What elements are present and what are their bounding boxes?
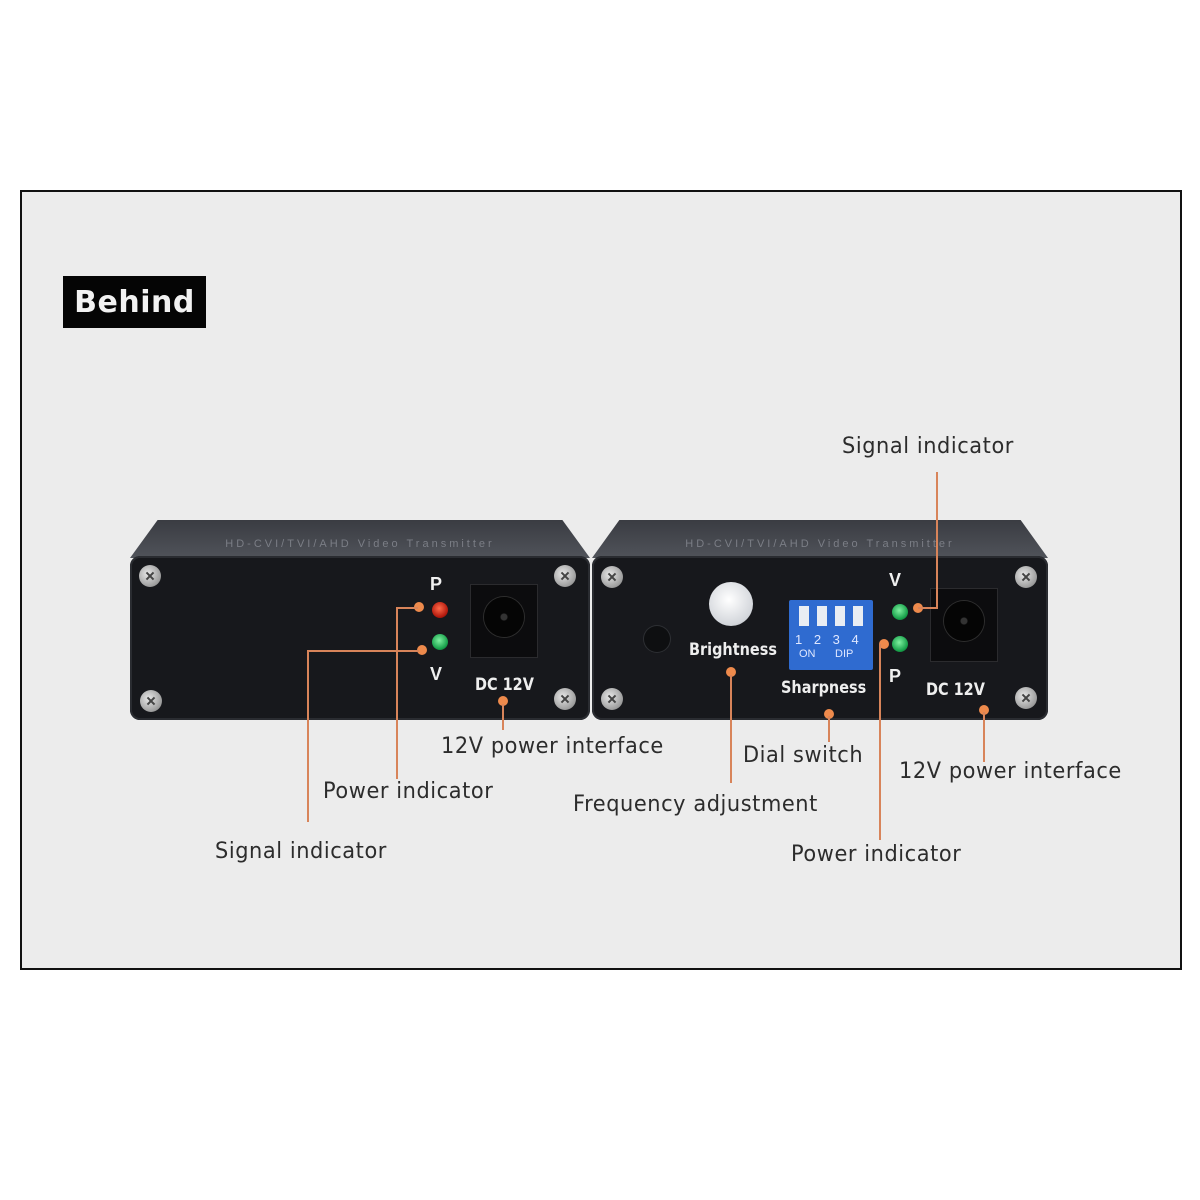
dip-switch-1 <box>799 606 809 626</box>
right-unit: HD-CVI/TVI/AHD Video Transmitter Brightn… <box>592 520 1048 720</box>
dc-jack-hole-icon <box>944 601 984 641</box>
callout-dot <box>417 645 427 655</box>
screw-icon <box>601 566 623 588</box>
dip-on-label: ON <box>799 648 816 660</box>
dip-numbers: 1 2 3 4 <box>795 632 863 647</box>
screw-icon <box>139 565 161 587</box>
callout-line-right-interface <box>983 712 985 762</box>
callout-dot <box>726 667 736 677</box>
callout-line-dial <box>828 716 830 742</box>
callout-line-right-power <box>879 644 881 840</box>
dc-jack-hole-icon <box>484 597 524 637</box>
right-unit-top: HD-CVI/TVI/AHD Video Transmitter <box>592 520 1048 558</box>
callout-dot <box>498 696 508 706</box>
callout-dot <box>879 639 889 649</box>
left-unit-top: HD-CVI/TVI/AHD Video Transmitter <box>130 520 590 558</box>
left-power-led <box>432 602 448 618</box>
left-jack-label: DC 12V <box>475 675 534 695</box>
section-tag: Behind <box>63 276 206 328</box>
brightness-knob <box>709 582 753 626</box>
left-unit: HD-CVI/TVI/AHD Video Transmitter P V DC … <box>130 520 590 720</box>
callout-dot <box>414 602 424 612</box>
left-dc-jack <box>470 584 538 658</box>
callout-right-power-interface: 12V power interface <box>899 759 1122 784</box>
callout-line-left-power <box>396 607 418 609</box>
left-led-p-label: P <box>430 574 443 594</box>
callout-right-signal-indicator: Signal indicator <box>842 434 1014 459</box>
dip-switch: 1 2 3 4 ON DIP <box>789 600 873 670</box>
callout-line-left-signal <box>307 650 309 822</box>
reset-button-hole <box>644 626 670 652</box>
right-signal-led <box>892 604 908 620</box>
callout-line-right-signal <box>936 472 938 609</box>
callout-dial-switch: Dial switch <box>743 743 864 768</box>
screw-icon <box>1015 566 1037 588</box>
right-led-p-label: P <box>889 666 902 686</box>
callout-left-power-interface: 12V power interface <box>441 734 664 759</box>
left-led-v-label: V <box>430 664 443 684</box>
right-power-led <box>892 636 908 652</box>
dip-type-label: DIP <box>835 648 854 660</box>
callout-left-signal-indicator: Signal indicator <box>215 839 387 864</box>
left-unit-engraving: HD-CVI/TVI/AHD Video Transmitter <box>225 538 495 550</box>
callout-line-left-power <box>396 607 398 779</box>
callout-line-frequency <box>730 675 732 783</box>
callout-line-left-signal <box>307 650 419 652</box>
callout-dot <box>979 705 989 715</box>
sharpness-label: Sharpness <box>781 678 867 698</box>
right-dc-jack <box>930 588 998 662</box>
screw-icon <box>140 690 162 712</box>
right-unit-engraving: HD-CVI/TVI/AHD Video Transmitter <box>685 538 955 550</box>
dip-switch-4 <box>853 606 863 626</box>
right-led-v-label: V <box>889 570 902 590</box>
brightness-label: Brightness <box>689 640 777 660</box>
dip-switch-3 <box>835 606 845 626</box>
screw-icon <box>554 565 576 587</box>
dip-switch-2 <box>817 606 827 626</box>
callout-line-left-interface <box>502 704 504 730</box>
callout-line-right-signal <box>918 607 938 609</box>
callout-right-power-indicator: Power indicator <box>791 842 962 867</box>
right-jack-label: DC 12V <box>926 680 985 700</box>
callout-dot <box>824 709 834 719</box>
screw-icon <box>601 688 623 710</box>
screw-icon <box>1015 687 1037 709</box>
callout-frequency-adjustment: Frequency adjustment <box>573 792 818 817</box>
callout-left-power-indicator: Power indicator <box>323 779 494 804</box>
screw-icon <box>554 688 576 710</box>
left-signal-led <box>432 634 448 650</box>
